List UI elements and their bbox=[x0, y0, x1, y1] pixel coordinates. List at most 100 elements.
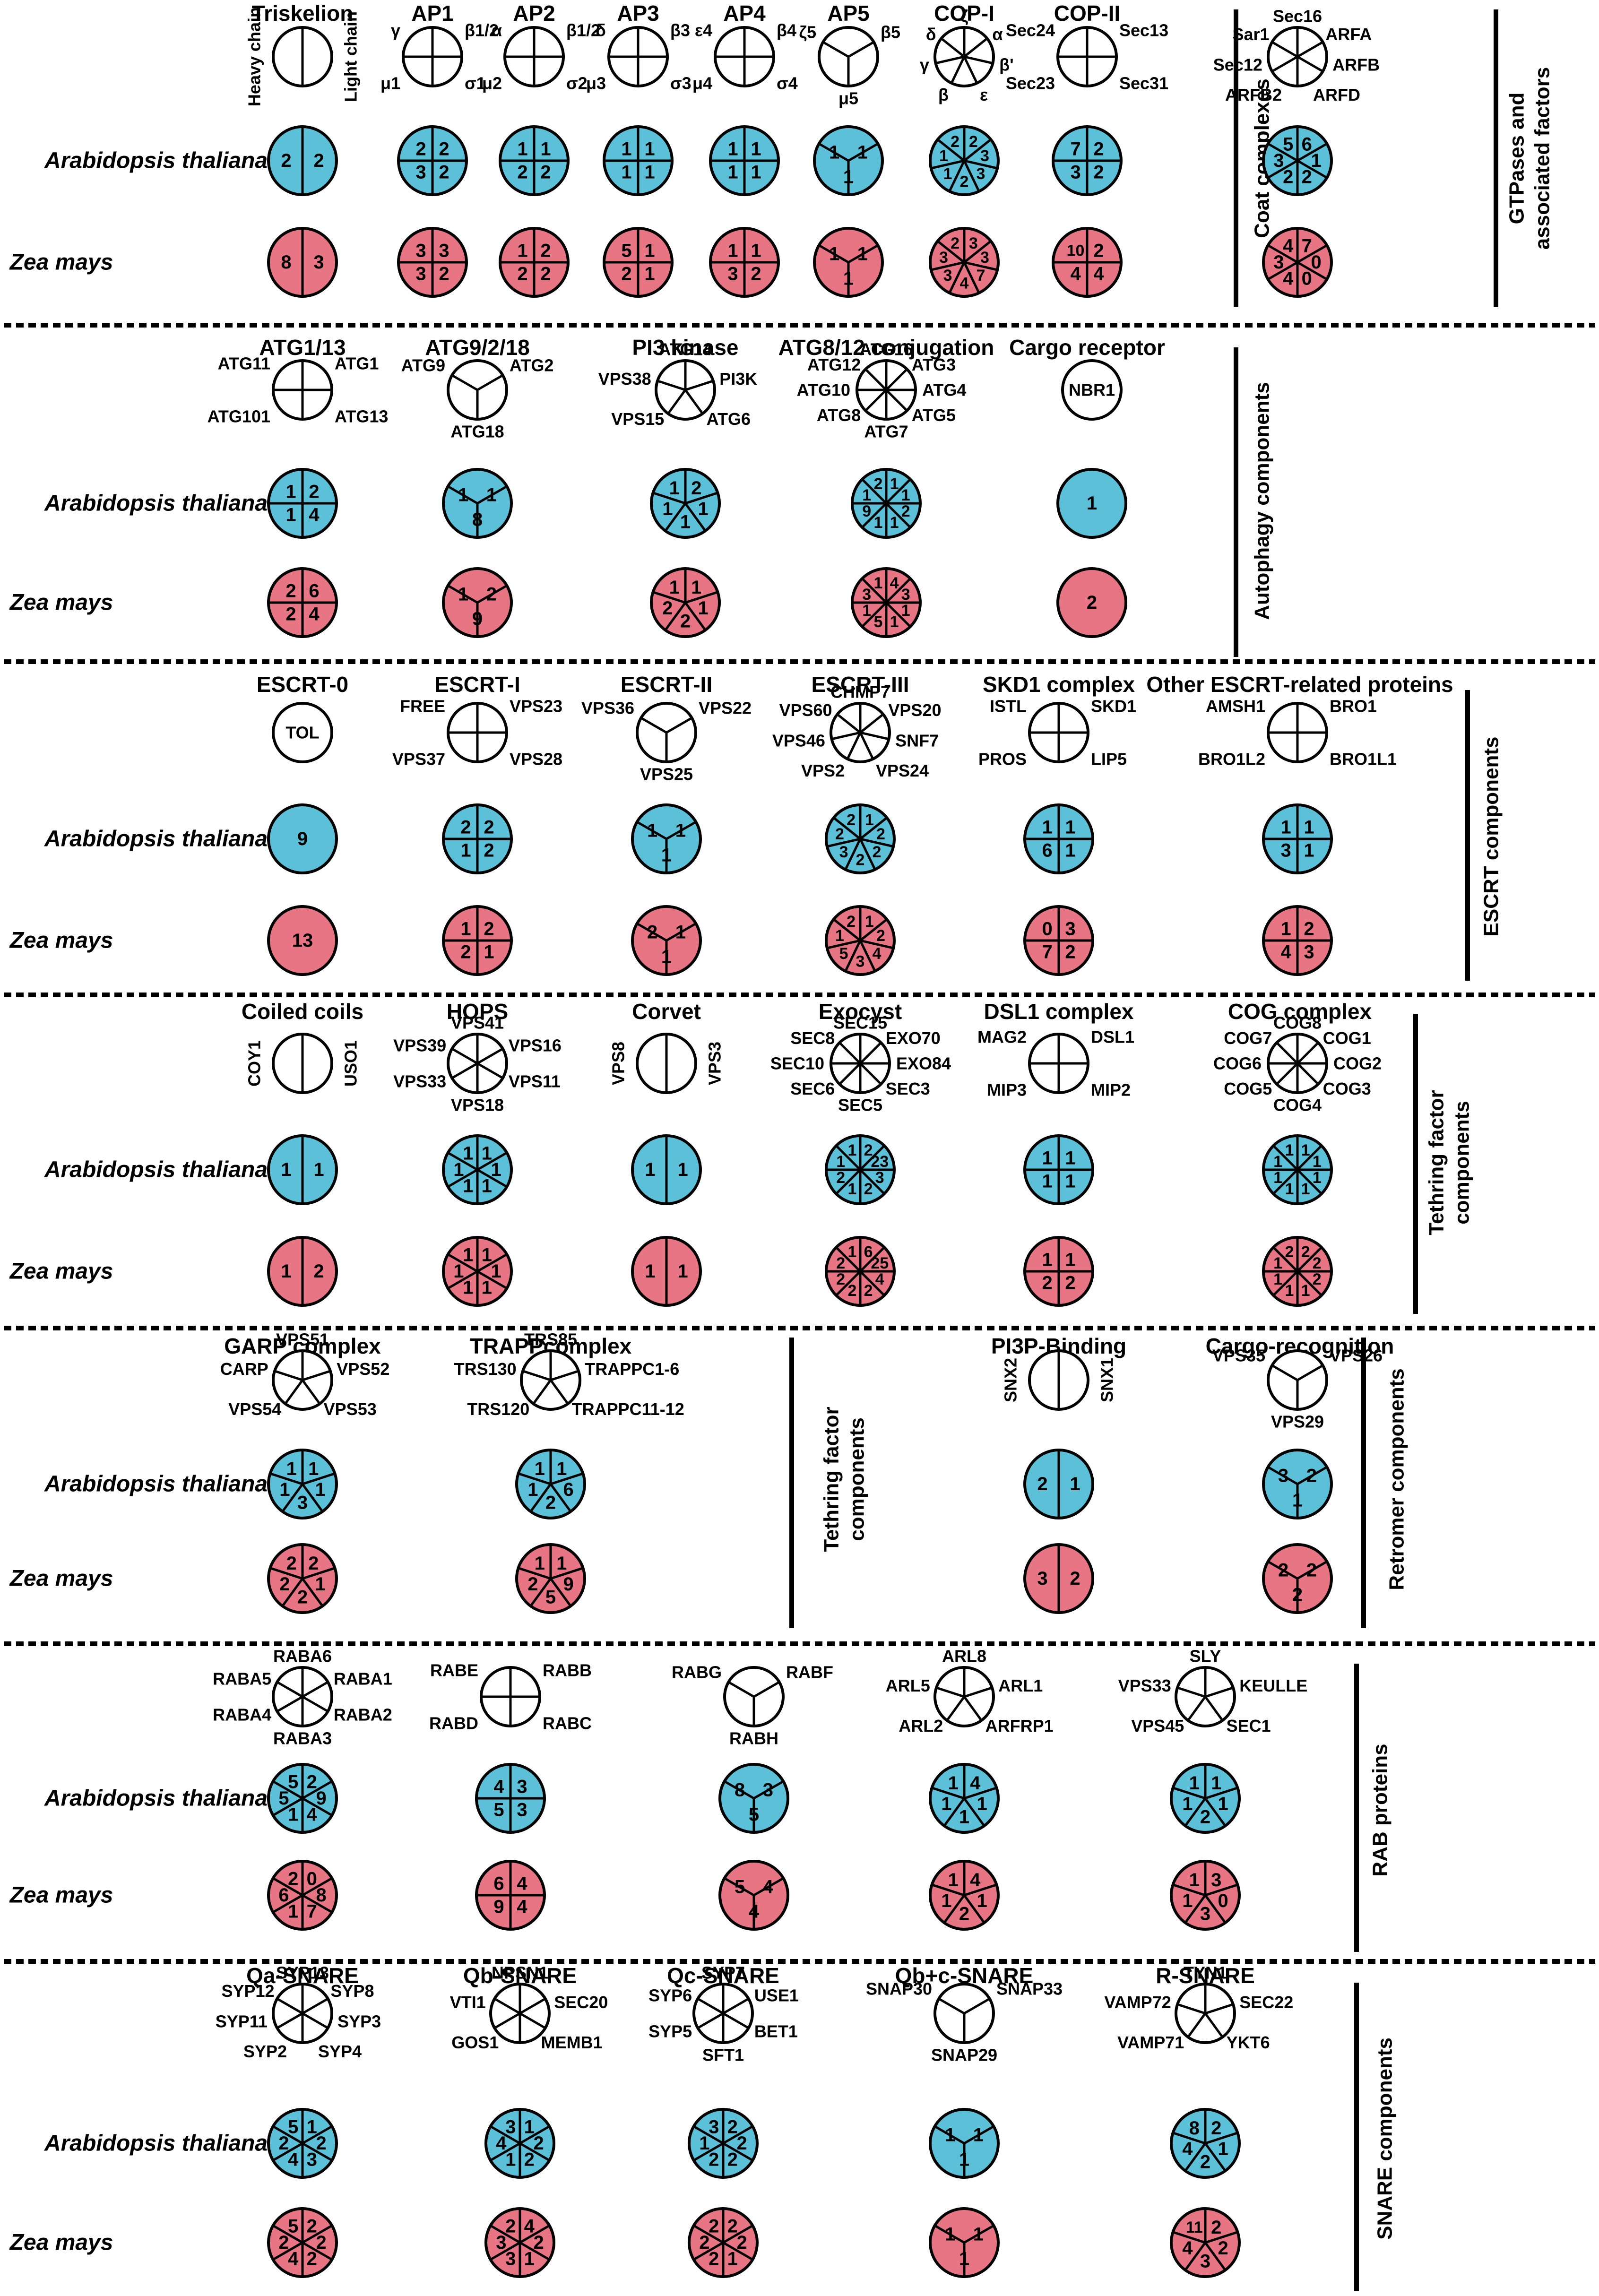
count-value: 2 bbox=[864, 1141, 873, 1159]
schema-circle bbox=[933, 26, 995, 87]
count-value: 1 bbox=[959, 1807, 969, 1828]
count-value: 2 bbox=[835, 825, 844, 843]
subunit-label: μ3 bbox=[586, 74, 606, 93]
count-value: 1 bbox=[727, 241, 738, 261]
count-value: 2 bbox=[1070, 1568, 1080, 1589]
divider bbox=[859, 732, 874, 760]
count-value: 2 bbox=[1304, 919, 1314, 940]
count-value: 3 bbox=[969, 234, 978, 252]
subunit-label: SEC3 bbox=[886, 1079, 930, 1098]
count-value: 3 bbox=[862, 586, 871, 604]
count-value: 1 bbox=[865, 811, 874, 829]
subunit-label: Sar1 bbox=[1233, 25, 1270, 44]
subunit-label: SYP12 bbox=[222, 1981, 275, 2001]
count-value: 2 bbox=[527, 1574, 538, 1595]
count-value: 1 bbox=[458, 485, 468, 506]
divider bbox=[1184, 2242, 1207, 2271]
divider bbox=[1205, 2003, 1234, 2015]
subunit-label: RABG bbox=[672, 1663, 722, 1682]
schema-circle bbox=[723, 1666, 785, 1727]
complex-title: AP5 bbox=[827, 1, 869, 26]
subunit-label: VTI1 bbox=[450, 1993, 486, 2012]
divider bbox=[963, 261, 980, 293]
count-value: 1 bbox=[644, 263, 655, 284]
side-label-text: SNARE components bbox=[1374, 2037, 1397, 2240]
count-value: 2 bbox=[873, 475, 882, 493]
subunit-label: BET1 bbox=[754, 2022, 798, 2041]
count-value: 1 bbox=[751, 162, 761, 182]
count-value: 5 bbox=[749, 1804, 759, 1825]
count-value: 2 bbox=[1200, 2152, 1210, 2173]
divider bbox=[451, 374, 478, 391]
divider bbox=[447, 1253, 478, 1273]
side-label-text: Autophagy components bbox=[1251, 382, 1274, 620]
count-value: 8 bbox=[316, 1885, 326, 1906]
count-value: 2 bbox=[662, 598, 673, 619]
divider bbox=[1205, 1787, 1238, 1800]
divider bbox=[272, 1797, 303, 1817]
count-value: 1 bbox=[482, 1143, 492, 1164]
subunit-label: δ bbox=[596, 21, 606, 40]
divider bbox=[1272, 1246, 1298, 1272]
count-value: 4 bbox=[496, 2133, 507, 2154]
subunit-label: ATG6 bbox=[707, 409, 751, 429]
divider bbox=[272, 2241, 303, 2261]
subunit-label: MEMB1 bbox=[541, 2033, 603, 2052]
divider bbox=[935, 55, 965, 65]
divider bbox=[476, 1047, 503, 1065]
count-value: 0 bbox=[1042, 919, 1052, 940]
count-value: 2 bbox=[1306, 1466, 1317, 1486]
subunit-label: ATG101 bbox=[207, 407, 270, 426]
complex-title: DSL1 complex bbox=[984, 999, 1134, 1024]
divider bbox=[835, 1145, 861, 1171]
subunit-label: MAG2 bbox=[977, 1027, 1027, 1047]
side-label-text: ESCRT components bbox=[1480, 737, 1503, 937]
divider bbox=[1205, 2132, 1238, 2145]
count-value: 4 bbox=[749, 1901, 760, 1922]
subunit-label: ARFRP1 bbox=[985, 1716, 1054, 1735]
count-value: 1 bbox=[285, 482, 296, 502]
divider bbox=[860, 731, 890, 741]
subunit-label: NPSN1 bbox=[492, 1963, 548, 1983]
count-value: 1 bbox=[1301, 1141, 1310, 1159]
subunit-label: SEC22 bbox=[1239, 1993, 1293, 2012]
count-value: 1 bbox=[843, 167, 854, 188]
divider bbox=[1296, 1062, 1319, 1085]
complex-title: ESCRT-II bbox=[621, 672, 712, 697]
subunit-label: ζ bbox=[960, 7, 968, 26]
complex-title: ESCRT-0 bbox=[257, 672, 348, 697]
subunit-label: SNX1 bbox=[1098, 1358, 1117, 1402]
count-value: 4 bbox=[1280, 941, 1291, 962]
complex-title: AP4 bbox=[723, 1, 766, 26]
count-value: 9 bbox=[563, 1574, 574, 1595]
count-value: 2 bbox=[1211, 2217, 1221, 2238]
subunit-label: ARFB2 bbox=[1225, 85, 1282, 104]
count-value: 1 bbox=[535, 1459, 545, 1479]
complex-title: Other ESCRT-related proteins bbox=[1146, 672, 1453, 697]
complex-title: ATG9/2/18 bbox=[425, 335, 530, 360]
subunit-label: TRS120 bbox=[467, 1399, 529, 1419]
schema-circle bbox=[272, 702, 333, 763]
subunit-label-group: Heavy chain bbox=[245, 7, 264, 106]
count-value: 2 bbox=[1313, 1254, 1322, 1272]
divider bbox=[934, 2125, 965, 2145]
subunit-label: SEC5 bbox=[838, 1096, 882, 1115]
